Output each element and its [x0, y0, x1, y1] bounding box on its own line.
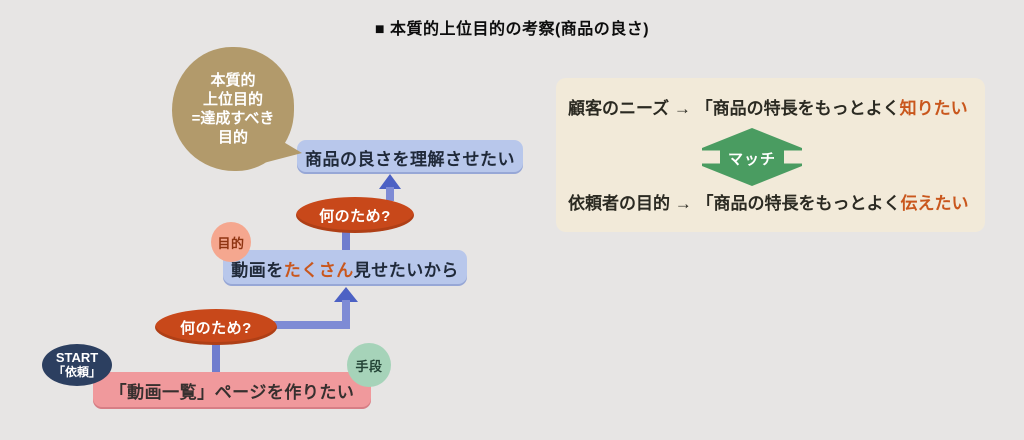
reason-box-label: 動画をたくさん見せたいから	[231, 260, 459, 280]
arrow-shaft	[386, 187, 394, 201]
start-badge: START 「依頼」	[42, 344, 112, 386]
connector-line	[342, 229, 350, 252]
why-ellipse-1: 何のため?	[296, 197, 414, 233]
means-badge-label: 手段	[355, 358, 383, 374]
start-badge-top: START	[55, 349, 99, 365]
speech-bubble: 本質的 上位目的 =達成すべき 目的	[172, 47, 294, 171]
match-label: マッチ	[727, 151, 776, 168]
goal-box: 商品の良さを理解させたい	[297, 140, 523, 174]
reason-box-accent: たくさん	[283, 260, 354, 280]
arrow-shaft	[342, 300, 350, 329]
customer-needs-accent: 知りたい	[899, 99, 968, 118]
why-ellipse-2: 何のため?	[155, 309, 277, 345]
connector-line	[212, 341, 220, 374]
request-box: 「動画一覧」ページを作りたい	[93, 372, 371, 409]
customer-needs-line: 顧客のニーズ → 「商品の特長をもっとよく知りたい	[568, 99, 968, 118]
purpose-badge: 目的	[211, 222, 251, 262]
speech-bubble-text: 本質的 上位目的 =達成すべき 目的	[191, 71, 275, 147]
arrow-up-icon	[334, 287, 358, 302]
client-purpose-line: 依頼者の目的 → 「商品の特長をもっとよく伝えたい	[568, 194, 969, 213]
request-box-label: 「動画一覧」ページを作りたい	[109, 383, 355, 402]
why-ellipse-2-label: 何のため?	[180, 319, 252, 337]
means-badge: 手段	[347, 343, 391, 387]
comparison-panel: 顧客のニーズ → 「商品の特長をもっとよく知りたい マッチ 依頼者の目的 → 「…	[556, 78, 985, 232]
purpose-badge-label: 目的	[217, 235, 245, 251]
arrow-up-icon	[379, 174, 401, 189]
start-badge-bottom: 「依頼」	[52, 364, 101, 379]
arrow-shaft	[270, 321, 350, 329]
reason-box: 動画をたくさん見せたいから	[223, 250, 467, 286]
why-ellipse-1-label: 何のため?	[319, 207, 391, 225]
client-purpose-accent: 伝えたい	[900, 194, 969, 213]
page-title: ■ 本質的上位目的の考察(商品の良さ)	[374, 21, 650, 38]
match-diamond-icon	[702, 128, 802, 186]
goal-box-label: 商品の良さを理解させたい	[305, 149, 515, 169]
match-shape: マッチ	[700, 128, 804, 186]
